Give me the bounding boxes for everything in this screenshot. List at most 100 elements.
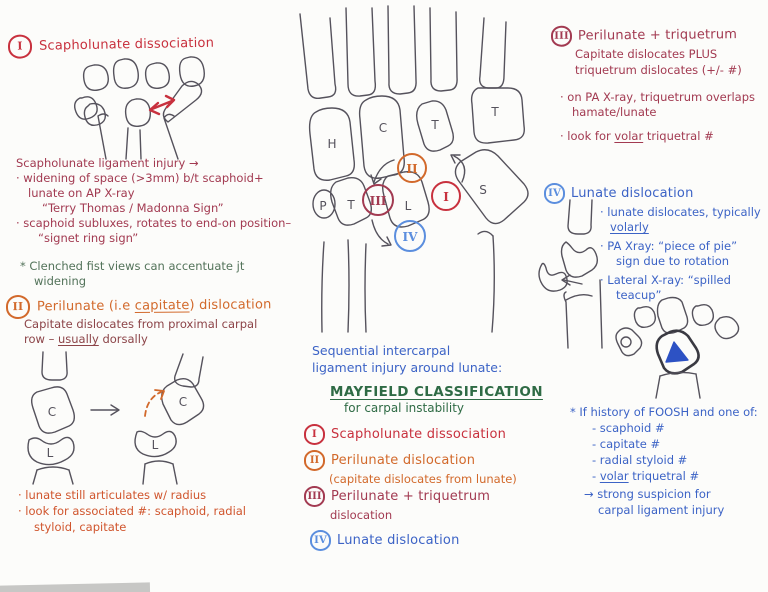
- stage-two-badge: II: [304, 450, 325, 471]
- capitate-dislocation-sketch: C L C L: [27, 351, 205, 485]
- stage-four-badge: IV: [310, 530, 331, 551]
- legend-item-2: II Perilunate dislocation (capitate dislo…: [304, 450, 517, 486]
- carpal-bone-labels: H C T T P T L S: [319, 105, 499, 213]
- note-line: · Lateral X-ray: “spilled: [600, 273, 731, 287]
- section3-title: Perilunate + triquetrum: [577, 27, 738, 44]
- note-line: · on PA X-ray, triquetrum overlaps: [560, 90, 756, 104]
- section2-title: Perilunate (i.e capitate) dislocation: [36, 297, 272, 315]
- dislocated-stack: C L: [134, 353, 205, 485]
- note-line: · lunate still articulates w/ radius: [18, 488, 207, 502]
- stage-ii-marker: II: [406, 162, 418, 176]
- legend-item-4: IV Lunate dislocation: [310, 530, 460, 551]
- note-line: · PA Xray: “piece of pie”: [600, 239, 738, 253]
- legend-item-3: III Perilunate + triquetrum dislocation: [304, 486, 490, 522]
- normal-stack: C L: [27, 351, 76, 485]
- legend-sub: (capitate dislocates from lunate): [329, 472, 517, 486]
- legend-sub: dislocation: [330, 508, 393, 522]
- volar-arrow: [561, 274, 583, 286]
- note-line: - radial styloid #: [592, 453, 688, 467]
- sequence-arrows: [370, 154, 466, 247]
- stage-iii-marker: III: [370, 194, 387, 208]
- section2-heading: II Perilunate (i.e capitate) dislocation: [5, 293, 272, 320]
- note-line: sign due to rotation: [616, 254, 730, 268]
- caption-line: ligament injury around lunate:: [312, 360, 503, 375]
- scaphoid-label: S: [479, 183, 487, 197]
- scapholunate-wrist-sketch: [73, 56, 205, 160]
- note-line: styloid, capitate: [34, 520, 127, 534]
- section4-title: Lunate dislocation: [571, 186, 694, 201]
- note-line: * Clenched fist views can accentuate jt: [20, 259, 245, 273]
- note-line: volarly: [610, 220, 649, 234]
- note-line: hamate/lunate: [572, 105, 657, 119]
- note-line: carpal ligament injury: [598, 503, 725, 517]
- capitate-label: C: [48, 405, 56, 419]
- note-line: · look for associated #: scaphoid, radia…: [18, 504, 247, 518]
- note-line: Capitate dislocates from proximal carpal: [24, 317, 258, 331]
- mayfield-title: MAYFIELD CLASSIFICATION: [330, 384, 543, 400]
- transition-arrow: [90, 404, 120, 416]
- trapezium-label: T: [490, 105, 499, 119]
- stage-iv-marker: IV: [403, 230, 419, 244]
- pisiform-label: P: [319, 199, 326, 213]
- legend-label: Scapholunate dissociation: [331, 427, 507, 442]
- note-line: Scapholunate ligament injury →: [16, 156, 199, 170]
- widening-arrow: [148, 94, 176, 116]
- triquetrum-label: T: [346, 198, 355, 212]
- section3-bullets: · on PA X-ray, triquetrum overlaps hamat…: [560, 90, 755, 144]
- foosh-note: * If history of FOOSH and one of: - scap…: [570, 404, 758, 518]
- stage-markers: II I III IV: [362, 153, 461, 252]
- stage-three-badge: III: [304, 486, 325, 507]
- note-line: - volar triquetral #: [592, 469, 700, 483]
- carpal-row-outline: [308, 87, 529, 333]
- note-line: * If history of FOOSH and one of:: [570, 405, 758, 419]
- lunate-label: L: [405, 199, 412, 213]
- note-line: row – usually dorsally: [24, 332, 148, 346]
- note-line: widening: [34, 274, 87, 288]
- note-line: lunate on AP X-ray: [28, 186, 135, 200]
- legend-label: Perilunate + triquetrum: [331, 489, 491, 504]
- stage-three-badge: III: [550, 25, 573, 47]
- note-line: triquetrum dislocates (+/- #): [575, 63, 742, 77]
- stage-four-badge: IV: [544, 183, 565, 204]
- section4-bullets: · lunate dislocates, typically volarly ·…: [600, 205, 761, 303]
- dorsal-dislocation-arc: [144, 391, 162, 417]
- legend-label: Lunate dislocation: [337, 533, 460, 548]
- highlighted-lunate-outline: [655, 329, 700, 375]
- stage-one-badge: I: [304, 424, 325, 445]
- piece-of-pie-sketch: [615, 296, 740, 399]
- note-line: Capitate dislocates PLUS: [575, 47, 718, 61]
- clenched-fist-note: * Clenched fist views can accentuate jt …: [20, 259, 244, 289]
- trapezoid-label: T: [430, 118, 439, 132]
- carpal-bones-outline: [73, 56, 205, 160]
- capitate-label: C: [379, 121, 387, 135]
- legend-label: Perilunate dislocation: [331, 453, 476, 468]
- stage-two-badge: II: [5, 294, 31, 320]
- note-line: · lunate dislocates, typically: [600, 205, 761, 219]
- lunate-label: L: [152, 438, 159, 452]
- sequence-caption: Sequential intercarpal ligament injury a…: [312, 342, 502, 376]
- scapholunate-notes: Scapholunate ligament injury → · widenin…: [16, 156, 291, 246]
- lunate-label: L: [47, 446, 54, 460]
- section3-desc: Capitate dislocates PLUS triquetrum disl…: [575, 46, 742, 78]
- note-line: “Terry Thomas / Madonna Sign”: [42, 201, 224, 215]
- perilunate-desc: Capitate dislocates from proximal carpal…: [24, 317, 257, 347]
- mayfield-wrist-diagram: H C T T P T L S II I III IV: [299, 5, 529, 333]
- page-corner-shadow: [0, 582, 151, 592]
- metacarpals-outline: [299, 5, 507, 99]
- legend-item-1: I Scapholunate dissociation: [304, 424, 506, 445]
- caption-line: Sequential intercarpal: [312, 343, 451, 358]
- note-line: · look for volar triquetral #: [560, 129, 714, 143]
- section1-title: Scapholunate dissociation: [38, 35, 215, 54]
- note-line: → strong suspicion for: [584, 487, 711, 501]
- note-line: “signet ring sign”: [38, 231, 139, 245]
- note-line: teacup”: [616, 288, 662, 302]
- capitate-label: C: [179, 395, 187, 409]
- note-line: - scaphoid #: [592, 421, 665, 435]
- note-line: - capitate #: [592, 437, 661, 451]
- mayfield-subtitle: for carpal instability: [344, 401, 464, 415]
- perilunate-bullets: · lunate still articulates w/ radius · l…: [18, 487, 246, 535]
- hamate-label: H: [327, 137, 336, 151]
- stage-i-marker: I: [443, 190, 449, 204]
